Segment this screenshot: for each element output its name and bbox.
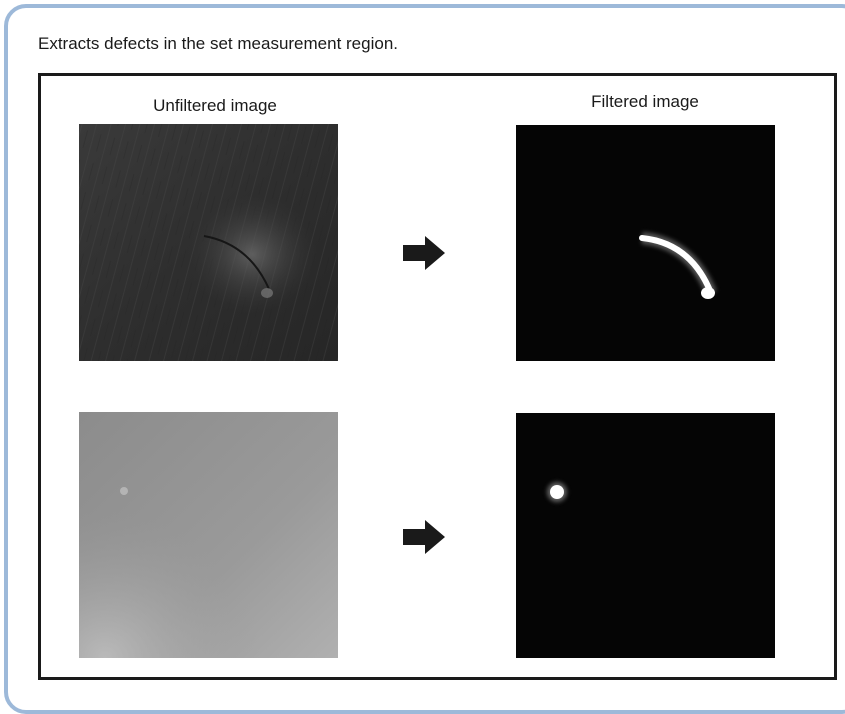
right-arrow-icon [403, 520, 445, 554]
unfiltered-spot-image [79, 412, 338, 658]
unfiltered-caption: Unfiltered image [153, 96, 277, 115]
unfiltered-scratch-image [79, 124, 338, 361]
filtered-spot-image [516, 413, 775, 658]
filtered-caption: Filtered image [591, 92, 699, 111]
right-arrow-icon [403, 236, 445, 270]
filtered-scratch-image [516, 125, 775, 361]
description-text: Extracts defects in the set measurement … [38, 34, 399, 53]
